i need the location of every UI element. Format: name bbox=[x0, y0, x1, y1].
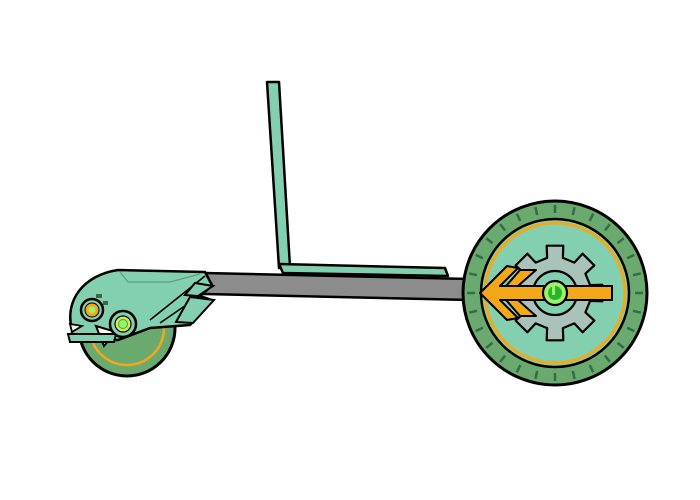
tread-mark bbox=[534, 206, 539, 216]
tread-mark bbox=[632, 309, 642, 314]
glowing-eye-icon bbox=[79, 297, 105, 323]
tread-mark bbox=[515, 364, 522, 373]
tread-mark bbox=[534, 370, 539, 380]
tread-mark bbox=[499, 223, 507, 232]
gear-arrow-emblem-icon bbox=[479, 244, 613, 342]
tread-mark bbox=[632, 272, 642, 277]
glowing-eye-icon bbox=[108, 309, 138, 339]
tread-mark bbox=[571, 370, 576, 380]
tread-mark bbox=[499, 354, 507, 363]
tread-mark bbox=[485, 341, 494, 349]
tread-mark bbox=[475, 326, 484, 333]
tread-mark bbox=[571, 206, 576, 216]
seat-base bbox=[277, 262, 450, 278]
tread-mark bbox=[603, 354, 611, 363]
tread-mark bbox=[588, 213, 595, 222]
tread-mark bbox=[485, 237, 494, 245]
tread-mark bbox=[468, 272, 478, 277]
tread-mark bbox=[616, 341, 625, 349]
seat-back-post bbox=[265, 80, 292, 270]
tread-mark bbox=[626, 253, 635, 260]
tread-mark bbox=[603, 223, 611, 232]
tread-marks bbox=[467, 205, 643, 381]
tread-mark bbox=[588, 364, 595, 373]
tread-mark bbox=[626, 326, 635, 333]
tread-mark bbox=[475, 253, 484, 260]
tread-mark bbox=[616, 237, 625, 245]
tread-mark bbox=[515, 213, 522, 222]
tread-mark bbox=[468, 309, 478, 314]
